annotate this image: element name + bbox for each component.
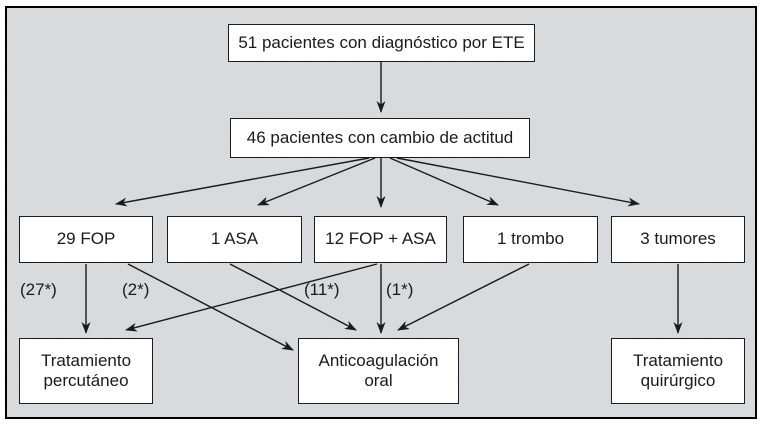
node-tratamiento-percutaneo-label: Tratamiento percutáneo xyxy=(40,350,132,390)
arrow-asa-to-anticoag xyxy=(229,263,357,331)
node-fop-label: 29 FOP xyxy=(56,229,116,249)
node-tumores-label: 3 tumores xyxy=(640,229,716,249)
node-fop-asa: 12 FOP + ASA xyxy=(314,216,447,263)
node-asa-label: 1 ASA xyxy=(210,229,259,249)
node-fop: 29 FOP xyxy=(19,216,153,263)
node-diagnostico-ete-label: 51 pacientes con diagnóstico por ETE xyxy=(238,32,525,52)
node-cambio-actitud-label: 46 pacientes con cambio de actitud xyxy=(246,127,514,147)
node-tumores: 3 tumores xyxy=(611,216,745,263)
arrow-fop-to-anticoag xyxy=(127,263,294,351)
node-trombo: 1 trombo xyxy=(463,216,598,263)
arrow-cambio-to-trombo xyxy=(389,157,499,206)
arrow-cambio-to-tumores xyxy=(396,157,640,207)
edge-label-2: (2*) xyxy=(122,280,150,299)
edge-label-27: (27*) xyxy=(20,280,57,299)
edge-label-11: (11*) xyxy=(304,280,340,299)
node-tratamiento-quirurgico: Tratamiento quirúrgico xyxy=(611,338,745,404)
node-tratamiento-percutaneo: Tratamiento percutáneo xyxy=(19,338,153,404)
node-fop-asa-label: 12 FOP + ASA xyxy=(325,229,436,249)
node-asa: 1 ASA xyxy=(167,216,302,263)
arrow-cambio-to-asa xyxy=(257,157,376,206)
node-tratamiento-quirurgico-label: Tratamiento quirúrgico xyxy=(632,350,724,390)
node-trombo-label: 1 trombo xyxy=(496,229,565,249)
arrow-trombo-to-anticoag xyxy=(397,263,530,331)
arrow-fop-asa-to-percutaneo xyxy=(125,263,378,332)
node-anticoagulacion-oral: Anticoagulación oral xyxy=(298,338,459,404)
node-cambio-actitud: 46 pacientes con cambio de actitud xyxy=(230,118,530,158)
arrow-cambio-to-fop xyxy=(115,157,370,207)
edge-label-1: (1*) xyxy=(386,280,414,299)
node-anticoagulacion-oral-label: Anticoagulación oral xyxy=(318,350,439,390)
node-diagnostico-ete: 51 pacientes con diagnóstico por ETE xyxy=(228,24,535,62)
